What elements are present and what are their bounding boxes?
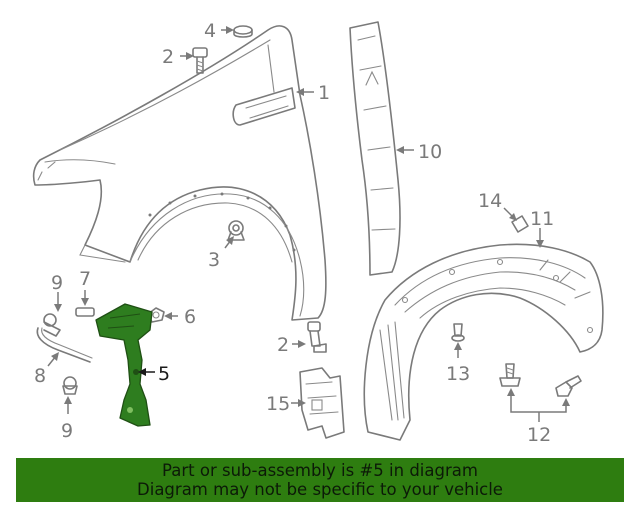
callout-11: 11 bbox=[530, 208, 554, 230]
highlighted-part-5[interactable] bbox=[95, 303, 153, 427]
callout-5: 5 bbox=[158, 363, 170, 385]
callout-13: 13 bbox=[446, 363, 470, 385]
callout-2-top: 2 bbox=[162, 46, 174, 68]
seal-part-14[interactable] bbox=[511, 215, 529, 233]
callout-3: 3 bbox=[208, 249, 220, 271]
callout-12: 12 bbox=[527, 424, 551, 446]
cap-part-4[interactable] bbox=[233, 25, 253, 38]
callout-6: 6 bbox=[184, 306, 196, 328]
pad-part-7[interactable] bbox=[75, 307, 95, 317]
bolt-part-2-top[interactable] bbox=[192, 47, 208, 74]
fender-part-1[interactable] bbox=[32, 25, 327, 321]
part-info-banner: Part or sub-assembly is #5 in diagram Di… bbox=[16, 458, 624, 502]
bracket-part-15[interactable] bbox=[299, 367, 345, 439]
rod-part-8[interactable] bbox=[36, 327, 93, 363]
callout-14: 14 bbox=[478, 190, 502, 212]
bolt-part-2-middle[interactable] bbox=[307, 321, 327, 353]
callout-7: 7 bbox=[79, 268, 91, 290]
callout-9-top: 9 bbox=[51, 272, 63, 294]
callout-8: 8 bbox=[34, 365, 46, 387]
banner-line-part: Part or sub-assembly is #5 in diagram bbox=[162, 461, 478, 480]
callout-9-bottom: 9 bbox=[61, 420, 73, 442]
callout-2-middle: 2 bbox=[277, 334, 289, 356]
parts-diagram: 1 2 4 3 10 11 14 13 12 15 2 9 7 6 8 9 5 bbox=[32, 20, 604, 446]
leader-lines bbox=[47, 26, 570, 422]
callout-1: 1 bbox=[318, 82, 330, 104]
clip-part-9-bottom[interactable] bbox=[62, 376, 78, 395]
screw-part-12[interactable] bbox=[499, 363, 582, 397]
banner-line-disclaimer: Diagram may not be specific to your vehi… bbox=[137, 480, 503, 499]
callout-4: 4 bbox=[204, 20, 216, 42]
clip-part-9-top[interactable] bbox=[43, 313, 61, 337]
wheelhouse-liner-part-11[interactable] bbox=[363, 243, 604, 441]
callout-10: 10 bbox=[418, 141, 442, 163]
callout-15: 15 bbox=[266, 393, 290, 415]
push-pin-part-13[interactable] bbox=[451, 323, 465, 342]
insulator-part-10[interactable] bbox=[349, 21, 401, 276]
clip-part-3[interactable] bbox=[227, 220, 245, 241]
